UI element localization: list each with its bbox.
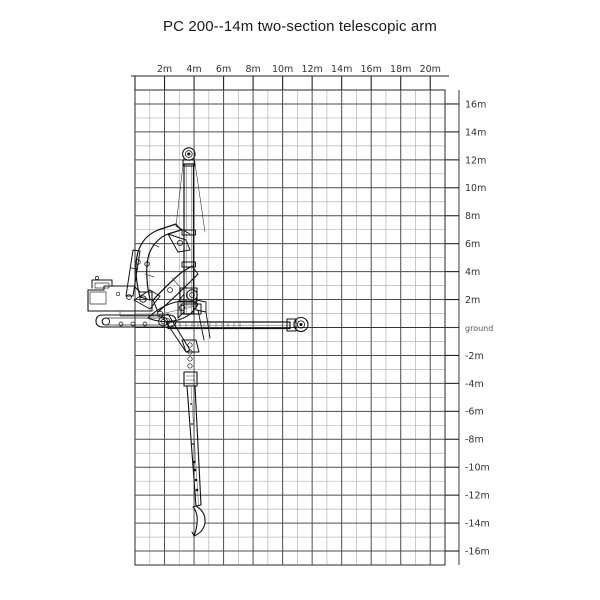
right-tick-label: -10m (465, 463, 490, 474)
machine-house (87, 276, 161, 317)
top-tick-label: 10m (272, 64, 293, 75)
right-tick-label: 6m (465, 239, 480, 250)
ground-label: ground (465, 324, 493, 333)
right-tick-label: 16m (465, 99, 486, 110)
right-tick-label: -2m (465, 351, 484, 362)
lower-telescopic-section (181, 339, 206, 537)
right-tick-label: 2m (465, 295, 480, 306)
right-axis-labels: 16m 14m 12m 10m 8m 6m 4m 2m ground -2m -4m -6m -8m -1… (465, 99, 493, 557)
right-tick-label: -16m (465, 546, 490, 557)
undercarriage-tracks (95, 314, 177, 328)
top-tick-label: 16m (361, 64, 382, 75)
main-boom (135, 223, 182, 301)
right-tick-label: -12m (465, 491, 490, 502)
top-tick-label: 4m (186, 64, 201, 75)
right-tick-label: 10m (465, 183, 486, 194)
top-tick-label: 14m (331, 64, 352, 75)
right-tick-label: 4m (465, 267, 480, 278)
right-axis-ticks (135, 90, 460, 565)
right-tick-label: 8m (465, 211, 480, 222)
right-tick-label: 14m (465, 127, 486, 138)
diagonal-stay (197, 309, 211, 341)
top-tick-label: 18m (390, 64, 411, 75)
telescopic-mast (179, 147, 202, 315)
top-axis-labels: 2m 4m 6m 8m 10m 12m 14m 16m 18m 20m (157, 64, 441, 75)
boom-lift-cylinder (125, 249, 141, 300)
top-axis-ticks (131, 75, 449, 90)
right-tick-label: -8m (465, 435, 484, 446)
right-tick-label: 12m (465, 155, 486, 166)
top-tick-label: 2m (157, 64, 172, 75)
right-tick-label: -4m (465, 379, 484, 390)
top-tick-label: 6m (216, 64, 231, 75)
right-tick-label: -6m (465, 407, 484, 418)
page-title: PC 200--14m two-section telescopic arm (163, 18, 437, 35)
top-tick-label: 12m (301, 64, 322, 75)
top-tick-label: 8m (245, 64, 260, 75)
hoist-ropes (175, 155, 206, 233)
right-tick-label: -14m (465, 518, 490, 529)
top-tick-label: 20m (420, 64, 441, 75)
stick-arm (152, 265, 199, 313)
excavator-drawing (87, 147, 309, 537)
